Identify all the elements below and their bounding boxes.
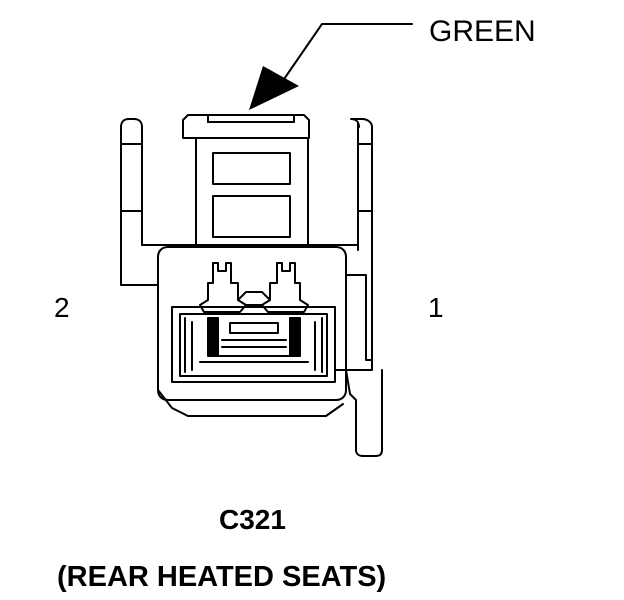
terminal-lock-left: [199, 262, 247, 313]
terminal-pin-1: [289, 317, 301, 357]
left-lock-tab-outer: [120, 126, 158, 286]
terminal-blades: [199, 317, 309, 363]
lower-latch: [335, 369, 383, 457]
top-latch: [182, 114, 310, 139]
right-guide: [345, 274, 373, 371]
leader-line: [270, 23, 413, 99]
arrowhead: [249, 66, 299, 110]
lower-window: [212, 195, 291, 238]
terminal-cavity-outer: [171, 306, 336, 383]
bottom-skirt: [157, 389, 344, 417]
cavity-right-rail: [314, 317, 323, 373]
center-contact: [229, 322, 279, 334]
connector-description: (REAR HEATED SEATS): [57, 561, 387, 593]
left-lock-tab: [120, 118, 143, 246]
connector-body: [120, 114, 383, 457]
cavity-left-rail: [184, 317, 193, 373]
upper-window: [212, 152, 291, 185]
terminal-cavity-inner: [179, 313, 328, 377]
pin-label-2: 2: [54, 292, 70, 323]
right-lock-tab: [350, 118, 373, 371]
callout-leader: [249, 23, 413, 110]
terminal-bridge: [237, 291, 271, 306]
main-housing: [157, 246, 347, 401]
connector-id: C321: [219, 504, 286, 535]
terminal-lock-right: [261, 262, 309, 313]
terminal-pin-2: [207, 317, 219, 357]
callout-label-green: GREEN: [429, 15, 536, 48]
upper-shroud: [195, 137, 309, 246]
pin-label-1: 1: [428, 292, 444, 323]
